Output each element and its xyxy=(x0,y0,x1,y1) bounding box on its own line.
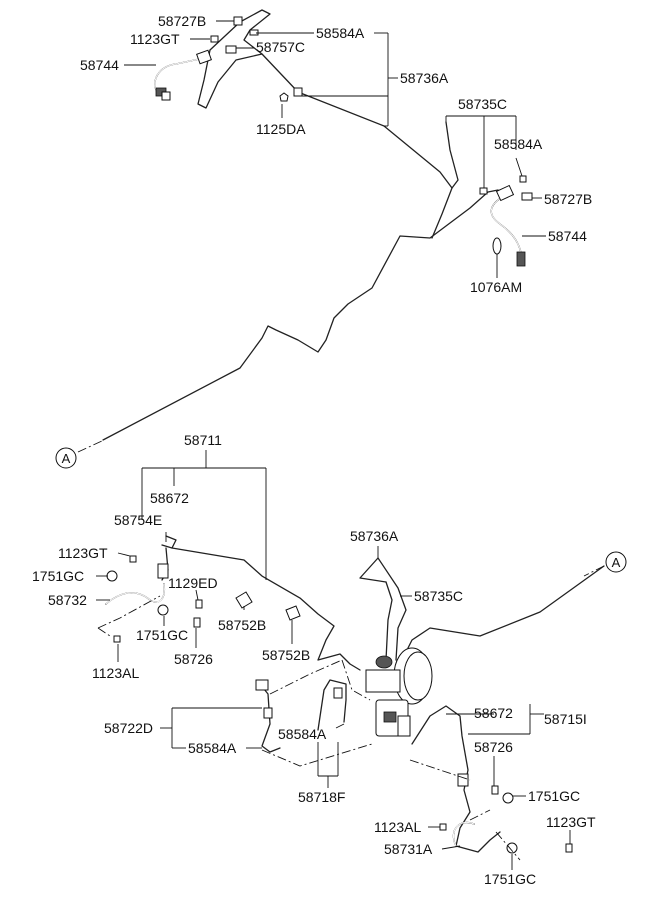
rear-brake-pipe xyxy=(102,9,499,441)
clip-58584a-icon xyxy=(519,175,527,183)
bolt-1123al-icon xyxy=(439,823,447,831)
bolt-1125da-icon xyxy=(279,92,289,102)
washer-1751gc-icon xyxy=(502,792,514,804)
bolt-1123al-icon xyxy=(113,635,121,643)
hose-bracket-icon xyxy=(157,563,169,579)
pipe-to-connector-a xyxy=(359,557,605,661)
pipe-58722d xyxy=(255,679,347,753)
part-label-1123gt: 1123GT xyxy=(130,31,180,47)
part-labels: 58727B 1123GT 58584A 58757C 58744 58736A… xyxy=(32,13,596,887)
part-label-1751gc: 1751GC xyxy=(32,568,84,584)
washer-1751gc-icon xyxy=(106,570,118,582)
bracket-58727b-icon xyxy=(233,16,243,26)
part-label-58744: 58744 xyxy=(548,228,587,244)
clip-58757c-icon xyxy=(225,45,237,54)
front-left-hose-58732 xyxy=(105,555,301,643)
part-label-58722d: 58722D xyxy=(104,720,153,736)
master-cylinder-assembly xyxy=(365,647,433,737)
bolt-1123gt-icon xyxy=(210,35,219,43)
part-label-58715i: 58715I xyxy=(544,711,587,727)
part-label-58754e: 58754E xyxy=(114,512,162,528)
part-label-1751gc: 1751GC xyxy=(136,627,188,643)
part-label-1123al: 1123AL xyxy=(374,819,421,835)
washer-1751gc-icon xyxy=(157,604,169,616)
connector-label: A xyxy=(612,555,621,570)
hose-bracket-icon xyxy=(457,773,469,787)
part-label-58726: 58726 xyxy=(474,739,513,755)
front-brake-pipe-58711 xyxy=(161,535,361,671)
connector-a-left: A xyxy=(55,439,105,469)
part-label-58744: 58744 xyxy=(80,57,119,73)
bolt-1123gt-icon xyxy=(129,555,137,563)
washer-1751gc-icon xyxy=(506,842,518,854)
front-left-brake-hose xyxy=(154,49,212,101)
part-label-58735c: 58735C xyxy=(414,588,463,604)
part-label-1123gt: 1123GT xyxy=(58,545,108,561)
part-label-58711: 58711 xyxy=(184,432,222,448)
part-label-58718f: 58718F xyxy=(298,789,345,805)
part-label-58584a: 58584A xyxy=(316,25,365,41)
part-label-1751gc: 1751GC xyxy=(528,788,580,804)
clip-58736a-icon xyxy=(293,87,303,97)
part-label-58732: 58732 xyxy=(48,592,87,608)
part-label-58757c: 58757C xyxy=(256,39,305,55)
bolt-58726-icon xyxy=(193,617,201,628)
part-label-58736a: 58736A xyxy=(350,528,399,544)
part-label-58727b: 58727B xyxy=(544,191,592,207)
part-label-58584a: 58584A xyxy=(494,136,543,152)
part-label-1076am: 1076AM xyxy=(470,279,522,295)
clip-1076am-icon xyxy=(492,237,502,255)
part-label-58731a: 58731A xyxy=(384,841,433,857)
connector-a-right: A xyxy=(583,551,627,577)
part-label-1123al: 1123AL xyxy=(92,665,139,681)
reference-lines xyxy=(97,595,521,861)
leader-lines xyxy=(96,20,571,870)
part-label-58584a: 58584A xyxy=(278,726,327,742)
clip-58752b-icon xyxy=(285,605,301,621)
part-label-1123gt: 1123GT xyxy=(546,814,596,830)
part-label-58584a: 58584A xyxy=(188,740,237,756)
upper-left-fittings xyxy=(210,16,303,102)
clip-58752b-icon xyxy=(235,591,253,609)
part-label-1751gc: 1751GC xyxy=(484,871,536,887)
part-label-58752b: 58752B xyxy=(218,617,266,633)
part-label-58736a: 58736A xyxy=(400,70,449,86)
part-label-58726: 58726 xyxy=(174,651,213,667)
bolt-1129ed-icon xyxy=(195,599,203,609)
part-label-1129ed: 1129ED xyxy=(168,575,218,591)
front-right-brake-hose xyxy=(479,175,533,267)
front-right-hose-58731a xyxy=(411,705,573,854)
part-label-58672: 58672 xyxy=(474,705,513,721)
connector-label: A xyxy=(62,451,71,466)
clip-58735c-icon xyxy=(479,187,488,195)
part-label-58672: 58672 xyxy=(150,490,189,506)
bolt-1123gt-icon xyxy=(565,843,573,853)
part-label-58752b: 58752B xyxy=(262,647,310,663)
part-label-58735c: 58735C xyxy=(458,96,507,112)
part-label-58727b: 58727B xyxy=(158,13,206,29)
bracket-58727b-icon xyxy=(521,192,533,201)
bolt-58726-icon xyxy=(491,785,499,795)
clip-58584a-icon xyxy=(249,29,259,36)
part-label-1125da: 1125DA xyxy=(256,121,306,137)
